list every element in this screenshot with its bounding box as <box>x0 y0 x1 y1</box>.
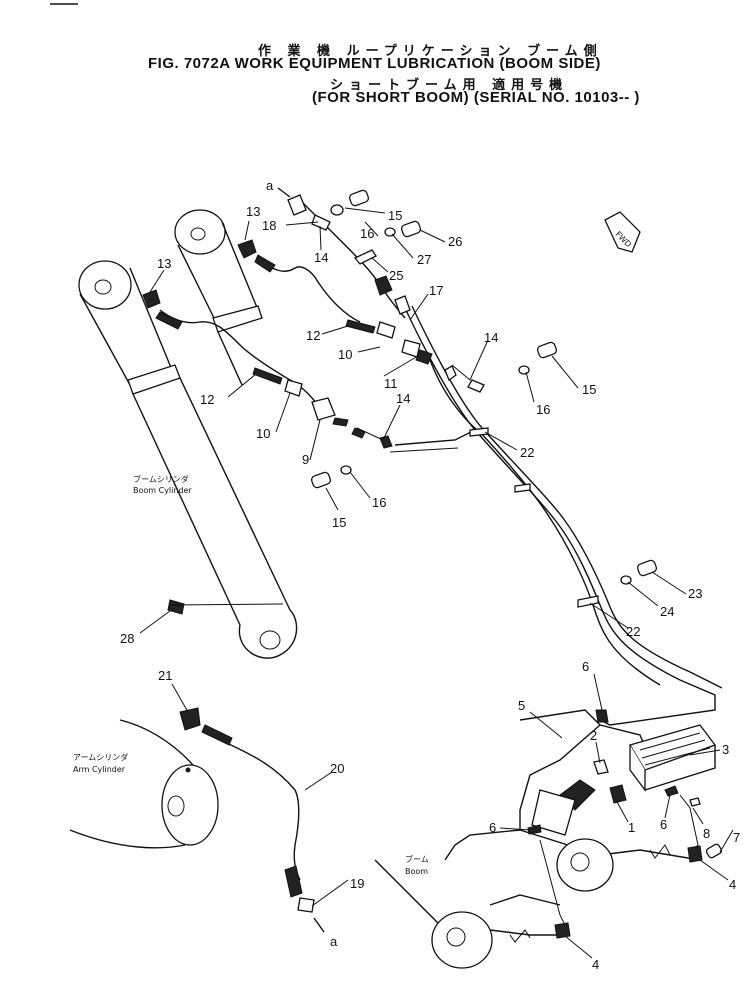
title-japanese-line-2: ショートブーム用 適用号機 <box>330 78 569 93</box>
callout-23: 23 <box>688 586 702 601</box>
ref-a-top-arrow <box>277 187 291 198</box>
callout-26: 26 <box>448 234 462 249</box>
fitting-parts <box>142 189 723 939</box>
callout-15-top: 15 <box>388 208 402 223</box>
callout-25: 25 <box>389 268 403 283</box>
callout-4-right: 4 <box>729 877 736 892</box>
callout-14-top: 14 <box>314 250 328 265</box>
boom-label-jp: ブーム <box>405 854 429 864</box>
lube-tube-bundle <box>389 305 723 726</box>
callout-14-middle: 14 <box>484 330 498 345</box>
callout-15-lower: 15 <box>332 515 346 530</box>
callout-9: 9 <box>302 452 309 467</box>
callout-11: 11 <box>384 376 398 391</box>
callout-5: 5 <box>518 698 525 713</box>
ref-a-bottom-arrow <box>313 917 325 933</box>
lube-manifold <box>559 724 717 811</box>
callout-12-upper: 12 <box>306 328 320 343</box>
callout-13-left: 13 <box>157 256 171 271</box>
arm-cylinder-label-jp: アームシリンダ <box>73 752 128 762</box>
callout-12-lower: 12 <box>200 392 214 407</box>
boom-cylinder-upper <box>174 209 263 386</box>
callout-numbers: 15 16 26 18 27 13 13 14 25 17 12 12 10 1… <box>120 204 740 972</box>
callout-4-bottom: 4 <box>592 957 599 972</box>
bracket-plate <box>531 789 576 836</box>
callout-24: 24 <box>660 604 674 619</box>
boom-cylinder-label: Boom Cylinder <box>133 486 192 495</box>
arm-cylinder <box>69 719 219 849</box>
fwd-direction-arrow: FWD <box>604 211 641 253</box>
callout-8: 8 <box>703 826 710 841</box>
callout-20: 20 <box>330 761 344 776</box>
callout-17: 17 <box>429 283 443 298</box>
arm-cylinder-label: Arm Cylinder <box>73 765 126 774</box>
callout-6-right: 6 <box>660 817 667 832</box>
title-japanese-line-1: 作 業 機 ループリケーション ブーム側 <box>258 44 603 59</box>
figure-subtitle: (FOR SHORT BOOM) (SERIAL NO. 10103-- ) <box>312 89 640 106</box>
callout-22-upper: 22 <box>520 445 534 460</box>
callout-10-lower: 10 <box>256 426 270 441</box>
callout-7: 7 <box>733 830 740 845</box>
leader-lines <box>139 207 734 959</box>
callout-3: 3 <box>722 742 729 757</box>
callout-21: 21 <box>158 668 172 683</box>
callout-27: 27 <box>417 252 431 267</box>
callout-19: 19 <box>350 876 364 891</box>
callout-18: 18 <box>262 218 276 233</box>
boom-cylinder-left <box>78 260 298 659</box>
callout-2: 2 <box>590 728 597 743</box>
callout-16-lower: 16 <box>372 495 386 510</box>
callout-10-upper: 10 <box>338 347 352 362</box>
callout-16-top: 16 <box>360 226 374 241</box>
ref-a-bottom: a <box>330 934 338 949</box>
boom-label: Boom <box>405 867 428 876</box>
figure-title: FIG. 7072A WORK EQUIPMENT LUBRICATION (B… <box>148 55 601 72</box>
callout-16-middle: 16 <box>536 402 550 417</box>
callout-14-lower: 14 <box>396 391 410 406</box>
callout-15-middle: 15 <box>582 382 596 397</box>
boom-structure <box>374 709 701 969</box>
ref-a-top: a <box>266 178 274 193</box>
callout-28: 28 <box>120 631 134 646</box>
boom-cylinder-label-jp: ブームシリンダ <box>133 474 189 484</box>
callout-6-left: 6 <box>489 820 496 835</box>
callout-22-lower: 22 <box>626 624 640 639</box>
callout-6-top: 6 <box>582 659 589 674</box>
callout-1: 1 <box>628 820 635 835</box>
callout-13-upper: 13 <box>246 204 260 219</box>
